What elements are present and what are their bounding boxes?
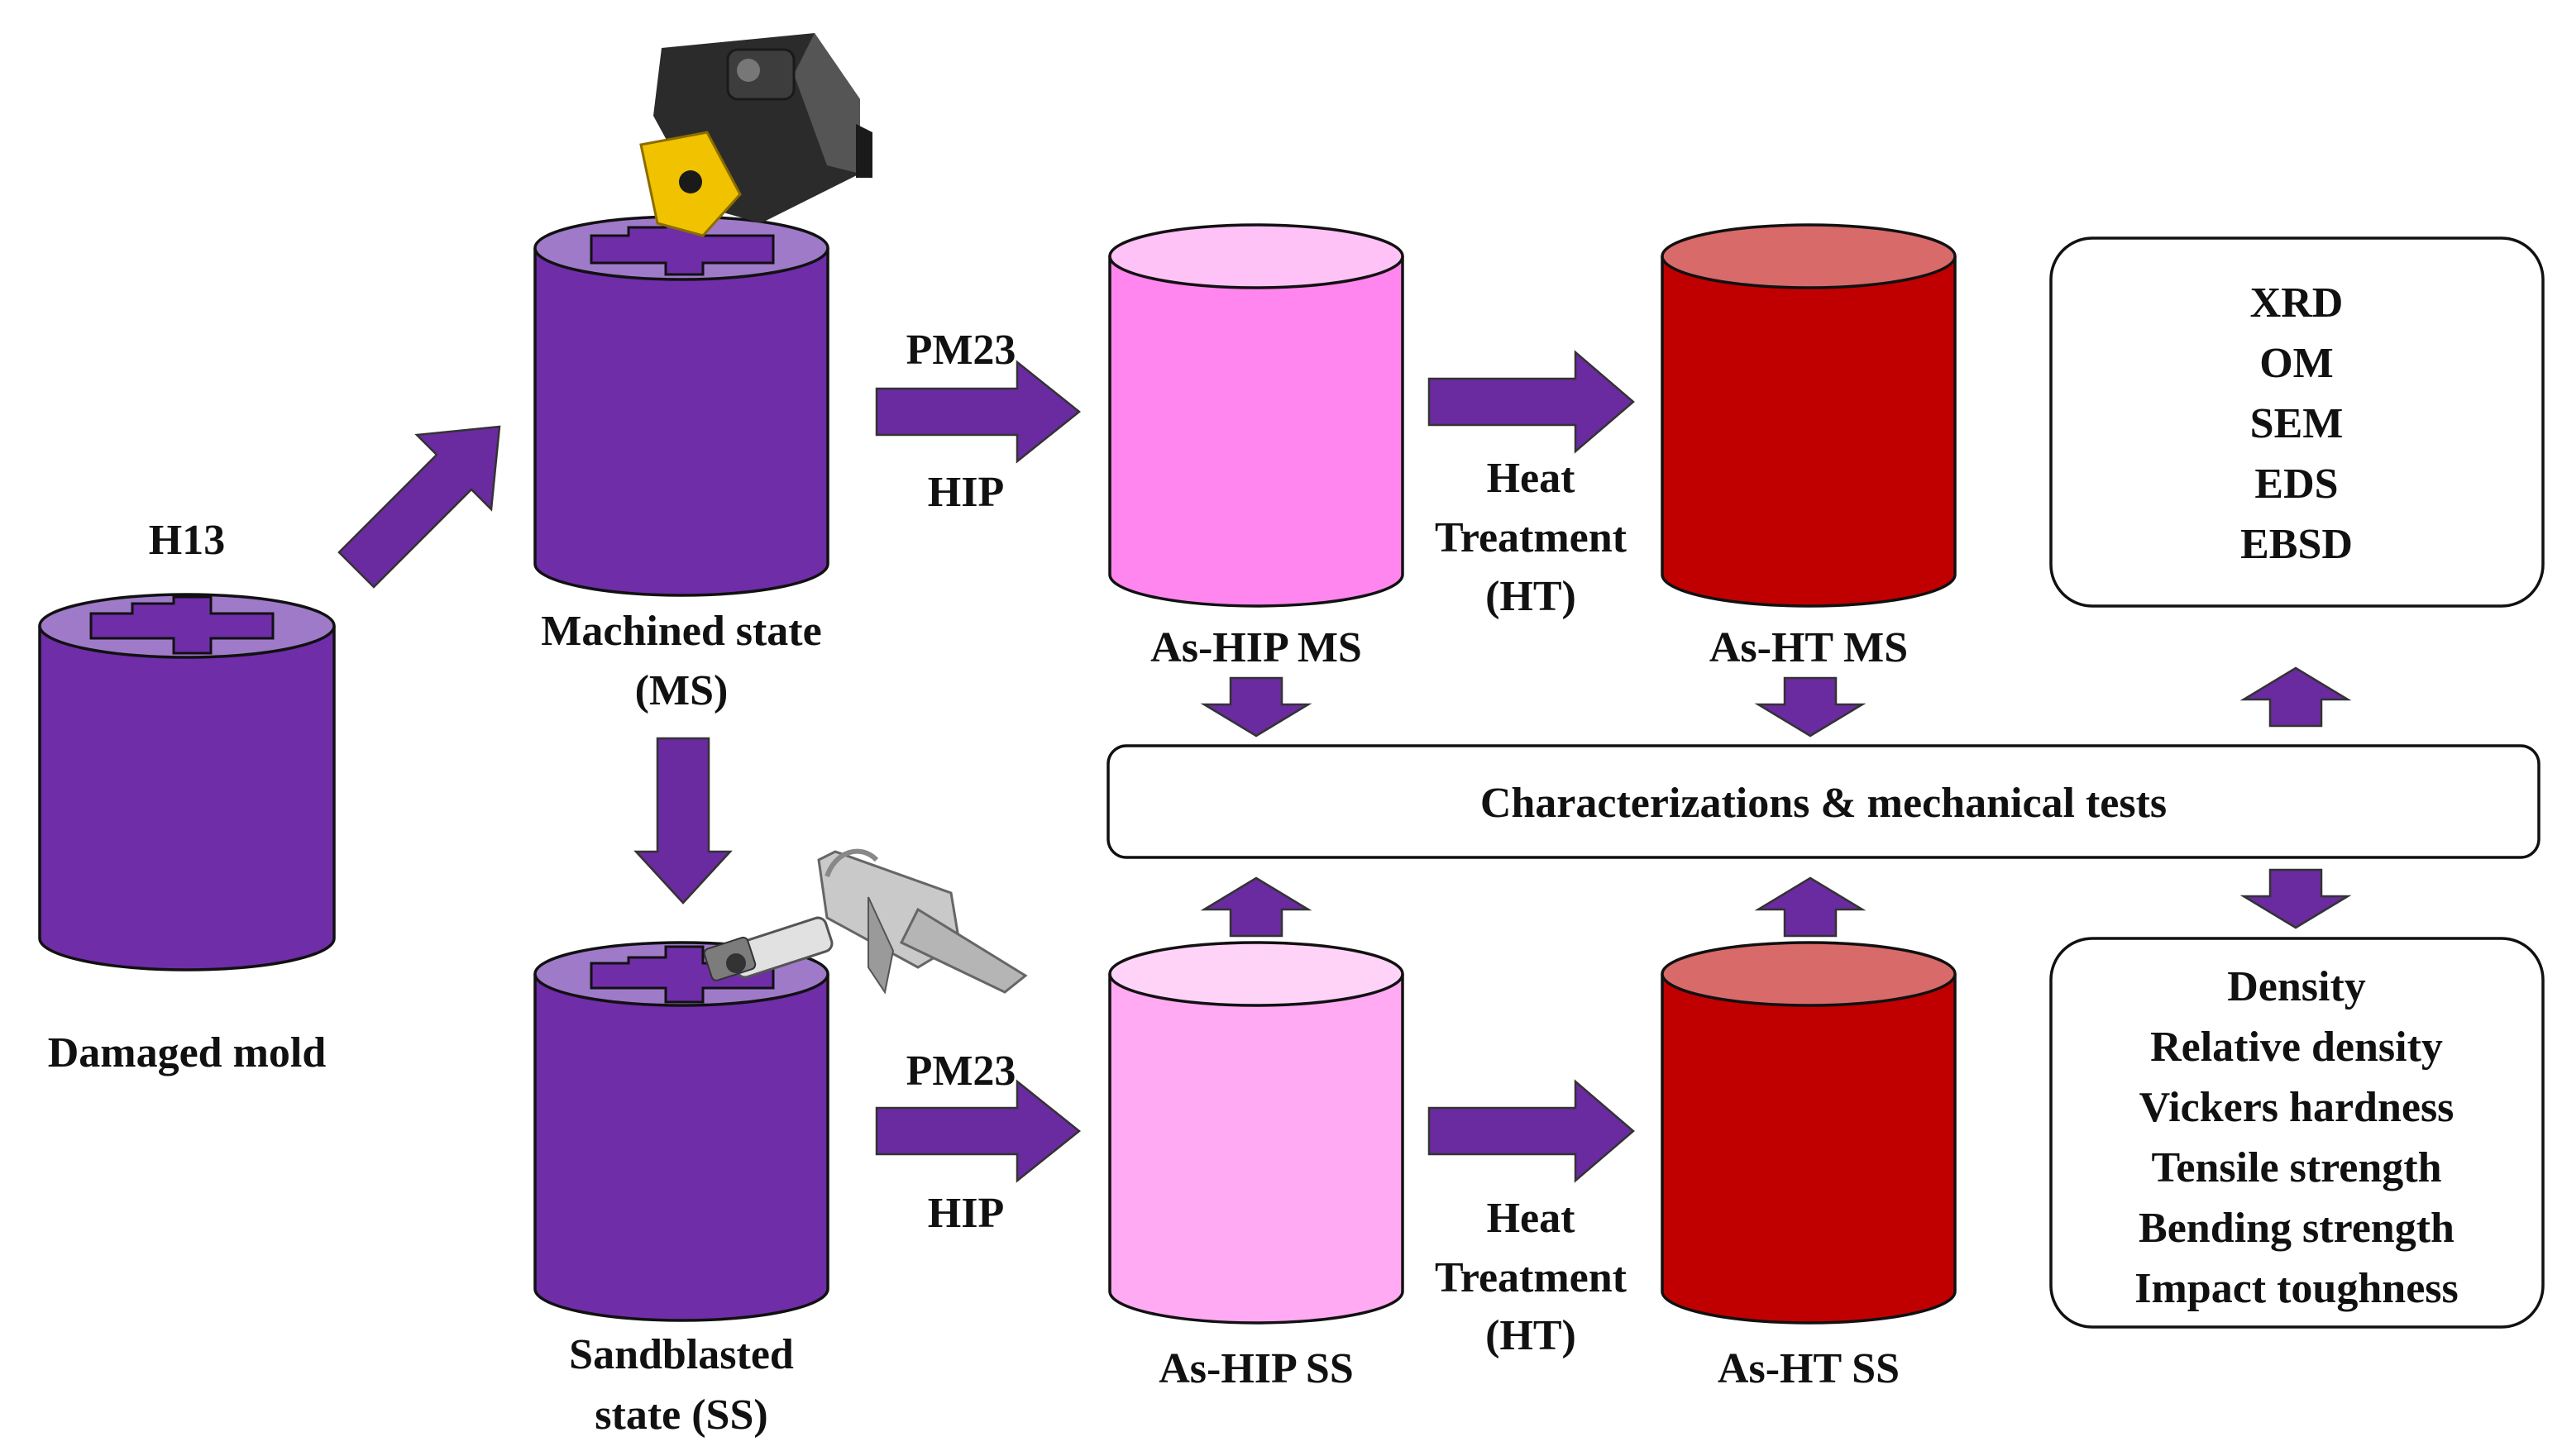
- heat-treatment-line3-top: (HT): [1485, 573, 1576, 620]
- machined-state-cylinder: [533, 215, 829, 597]
- cross-groove-icon: [590, 945, 775, 1004]
- list-item: EBSD: [2240, 521, 2353, 568]
- machined-state-label: Machined state: [541, 608, 821, 655]
- arrow-hip-bottom: [875, 1079, 1082, 1183]
- list-item: Vickers hardness: [2139, 1084, 2454, 1131]
- heat-treatment-line1-bottom: Heat: [1487, 1195, 1576, 1242]
- characterization-box: [1107, 744, 2540, 859]
- arrow-hip-top: [875, 360, 1082, 464]
- arrow-down-from-ht-ms: [1754, 676, 1867, 738]
- as-ht-ss-label: As-HT SS: [1718, 1345, 1900, 1392]
- arrow-up-to-microstructure: [2239, 666, 2352, 728]
- as-hip-ms-cylinder: [1108, 223, 1404, 608]
- list-item: Bending strength: [2139, 1205, 2454, 1252]
- mechanical-tests-box: [2049, 937, 2545, 1329]
- damaged-mold-label: Damaged mold: [48, 1029, 327, 1076]
- heat-treatment-line3-bottom: (HT): [1485, 1312, 1576, 1359]
- list-item: EDS: [2254, 461, 2338, 508]
- cross-groove-icon: [89, 595, 275, 655]
- arrow-down-to-sandblasted: [633, 737, 733, 905]
- sandblast-gun-icon: [703, 848, 1028, 995]
- as-ht-ms-cylinder: [1661, 223, 1957, 608]
- as-hip-ss-label: As-HIP SS: [1159, 1345, 1354, 1392]
- as-ht-ss-cylinder: [1661, 941, 1957, 1325]
- list-item: OM: [2259, 340, 2334, 387]
- sandblasted-state-label: Sandblasted: [569, 1331, 794, 1378]
- microstructure-tests-list: XRD OM SEM EDS EBSD: [2240, 279, 2353, 568]
- heat-treatment-line1-top: Heat: [1487, 455, 1576, 502]
- arrow-down-from-hip-ms: [1200, 676, 1312, 738]
- sandblasted-state-abbr: state (SS): [595, 1392, 767, 1439]
- hip-label-top: HIP: [928, 469, 1004, 516]
- mechanical-tests-list: Density Relative density Vickers hardnes…: [2134, 963, 2459, 1312]
- hip-label-bottom: HIP: [928, 1190, 1004, 1237]
- as-ht-ms-label: As-HT MS: [1709, 624, 1908, 671]
- list-item: XRD: [2250, 279, 2344, 327]
- machined-state-abbr: (MS): [635, 667, 729, 714]
- arrow-down-to-mechanical: [2239, 868, 2352, 929]
- damaged-mold-cylinder: [38, 593, 336, 971]
- heat-treatment-line2-top: Treatment: [1435, 514, 1628, 561]
- characterization-title: Characterizations & mechanical tests: [1480, 780, 2167, 827]
- as-hip-ss-cylinder: [1108, 941, 1404, 1325]
- arrow-up-from-ht-ss: [1754, 876, 1867, 938]
- as-hip-ms-label: As-HIP MS: [1150, 624, 1362, 671]
- arrow-up-from-hip-ss: [1200, 876, 1312, 938]
- heat-treatment-line2-bottom: Treatment: [1435, 1254, 1628, 1301]
- list-item: SEM: [2250, 400, 2344, 447]
- sandblasted-state-cylinder: [533, 941, 829, 1322]
- list-item: Density: [2227, 963, 2366, 1010]
- list-item: Tensile strength: [2151, 1144, 2441, 1191]
- powder-label-top: PM23: [906, 327, 1016, 374]
- list-item: Relative density: [2150, 1024, 2443, 1071]
- list-item: Impact toughness: [2134, 1265, 2459, 1312]
- powder-label-bottom: PM23: [906, 1048, 1016, 1095]
- arrow-to-machined: [337, 425, 501, 589]
- arrow-heat-top: [1427, 350, 1635, 454]
- arrow-heat-bottom: [1427, 1079, 1635, 1183]
- material-label: H13: [149, 517, 225, 564]
- microstructure-tests-box: [2049, 236, 2545, 608]
- lathe-cutting-insert-icon: [639, 33, 872, 237]
